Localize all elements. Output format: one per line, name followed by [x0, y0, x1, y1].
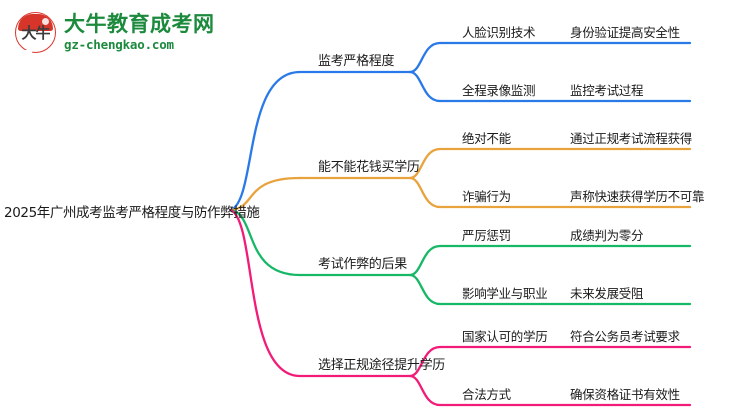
mindmap-connector — [229, 208, 302, 378]
logo-text-block: 大牛教育成考网 gz-chengkao.com — [64, 14, 215, 52]
mindmap-sub-3-2: 影响学业与职业 — [462, 286, 548, 301]
mindmap-topic-1: 监考严格程度 — [318, 54, 395, 69]
mindmap-connector — [408, 345, 442, 378]
mindmap-connector — [229, 208, 302, 277]
mindmap-detail-3-2: 未来发展受阻 — [570, 286, 644, 301]
logo-badge-icon: 大牛 — [14, 11, 58, 58]
mindmap-detail-4-2: 确保资格证书有效性 — [570, 387, 680, 402]
mindmap-detail-1-2: 监控考试过程 — [570, 83, 644, 98]
mindmap-root-label: 2025年广州成考监考严格程度与防作弊措施 — [4, 205, 260, 221]
mindmap-sub-2-2: 诈骗行为 — [462, 189, 511, 204]
site-logo: 大牛 大牛教育成考网 gz-chengkao.com — [14, 6, 214, 60]
mindmap-detail-3-1: 成绩判为零分 — [570, 228, 644, 243]
mindmap-branch-lines — [229, 41, 692, 407]
logo-title: 大牛教育成考网 — [64, 12, 215, 37]
graduation-cap-shape — [18, 14, 53, 31]
mindmap-topic-2: 能不能花钱买学历 — [318, 160, 420, 175]
mindmap-connector — [408, 273, 442, 306]
mindmap-detail-1-1: 身份验证提高安全性 — [570, 25, 680, 40]
mindmap-connector — [408, 147, 442, 180]
logo-url: gz-chengkao.com — [64, 37, 174, 53]
mindmap-sub-1-2: 全程录像监测 — [462, 83, 536, 98]
mindmap-sub-3-1: 严厉惩罚 — [462, 228, 511, 243]
mindmap-sub-4-2: 合法方式 — [462, 387, 511, 402]
mindmap-detail-2-2: 声称快速获得学历不可靠 — [570, 189, 705, 204]
mindmap-detail-4-1: 符合公务员考试要求 — [570, 329, 680, 344]
mindmap-topic-4: 选择正规途径提升学历 — [318, 358, 446, 373]
mindmap-topic-3: 考试作弊的后果 — [318, 257, 407, 272]
mindmap-connector — [408, 374, 442, 407]
mindmap-sub-1-1: 人脸识别技术 — [462, 25, 536, 40]
mindmap-connector — [229, 70, 302, 212]
mindmap-connector — [408, 176, 442, 209]
mindmap-connector — [408, 244, 442, 277]
logo-badge-text: 大牛 — [21, 24, 50, 42]
mindmap-sub-2-1: 绝对不能 — [462, 131, 511, 146]
cap-knob-shape — [42, 18, 49, 25]
mindmap-detail-2-1: 通过正规考试流程获得 — [570, 131, 693, 146]
mindmap-sub-4-1: 国家认可的学历 — [462, 329, 548, 344]
mindmap-connector — [408, 41, 442, 74]
mindmap-connector — [229, 176, 302, 212]
mindmap-connector — [408, 70, 442, 103]
